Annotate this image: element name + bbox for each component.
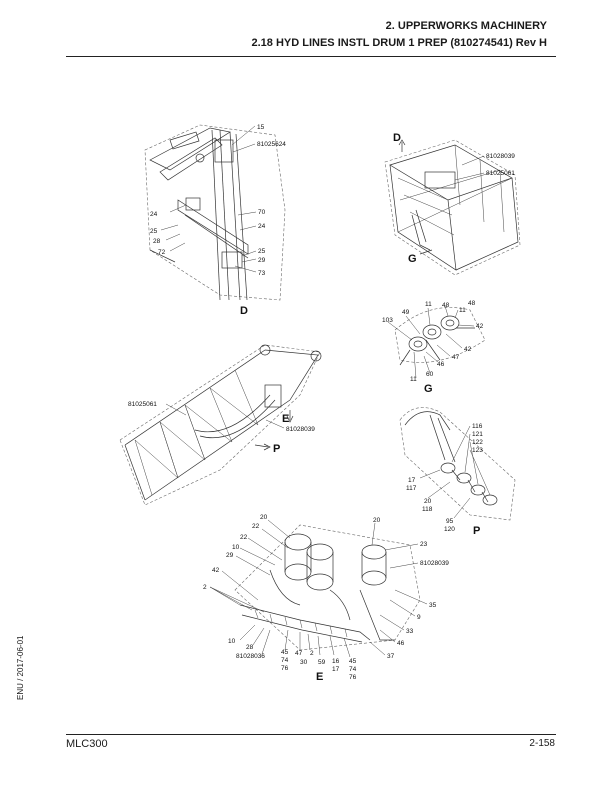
callout: 46 <box>397 640 405 647</box>
callout: 45 <box>281 649 289 656</box>
view-d-drawing: 15 81025624 24 25 28 72 70 24 25 29 73 D <box>144 124 286 317</box>
view-p-label: P <box>473 525 480 537</box>
callout: 10 <box>232 544 240 551</box>
callout: 117 <box>406 485 417 492</box>
view-ref-e: E <box>282 413 289 425</box>
callout: 103 <box>382 317 393 324</box>
callout: 81025061 <box>128 401 157 408</box>
callout: 28 <box>153 238 161 245</box>
view-e-drawing: 20 20 22 22 10 23 29 81028039 42 2 35 9 … <box>203 514 449 683</box>
callout: 60 <box>426 371 434 378</box>
callout: 74 <box>281 657 289 664</box>
callout: 20 <box>373 517 381 524</box>
callout: 121 <box>472 431 483 438</box>
footer-model: MLC300 <box>66 738 108 750</box>
callout: 81028036 <box>236 653 265 660</box>
footer-rule <box>66 734 556 735</box>
callout: 48 <box>468 300 476 307</box>
callout: 30 <box>300 659 308 666</box>
callout: 81028039 <box>286 426 315 433</box>
callout: 70 <box>258 209 266 216</box>
callout: 28 <box>246 644 254 651</box>
callout: 2 <box>310 650 314 657</box>
callout: 24 <box>150 211 158 218</box>
callout: 24 <box>258 223 266 230</box>
callout: 76 <box>349 674 357 681</box>
section-title: 2.18 HYD LINES INSTL DRUM 1 PREP (810274… <box>251 37 548 49</box>
callout: 116 <box>472 423 483 430</box>
view-ref-p: P <box>273 443 280 455</box>
callout: 81028039 <box>420 560 449 567</box>
callout: 25 <box>150 228 158 235</box>
callout: 11 <box>410 376 417 383</box>
callout: 25 <box>258 248 266 255</box>
callout: 47 <box>452 354 460 361</box>
callout: 76 <box>281 665 289 672</box>
callout: 10 <box>228 638 236 645</box>
callout: 20 <box>260 514 268 521</box>
view-p-drawing: 116 121 122 123 17 117 20 118 95 120 P <box>399 407 516 537</box>
callout: 118 <box>422 506 433 513</box>
callout: 16 <box>332 658 340 665</box>
callout: 29 <box>258 257 266 264</box>
callout: 46 <box>437 361 445 368</box>
callout: 81025061 <box>486 170 515 177</box>
callout: 72 <box>158 249 166 256</box>
callout: 33 <box>406 628 414 635</box>
header-rule <box>66 56 556 57</box>
callout: 81028039 <box>486 153 515 160</box>
callout: 15 <box>257 124 265 131</box>
callout: 11 <box>459 307 466 314</box>
callout: 45 <box>349 658 357 665</box>
frame-top-right-drawing: D 81028039 81025061 G <box>384 132 521 276</box>
callout: 2 <box>203 584 207 591</box>
callout: 23 <box>420 541 428 548</box>
callout: 49 <box>402 309 410 316</box>
frame-mid-left-drawing: 81025061 E 81028039 P <box>119 344 322 506</box>
callout: 37 <box>387 653 395 660</box>
callout: 47 <box>295 650 303 657</box>
callout: 35 <box>429 602 437 609</box>
view-g-drawing: 48 11 48 11 49 103 42 42 47 46 60 11 G <box>382 300 486 395</box>
callout: 22 <box>240 534 248 541</box>
callout: 59 <box>318 659 326 666</box>
callout: 20 <box>424 498 432 505</box>
callout: 120 <box>444 526 455 533</box>
callout: 42 <box>212 567 220 574</box>
chapter-title: 2. UPPERWORKS MACHINERY <box>385 20 547 32</box>
callout: 81025624 <box>257 141 286 148</box>
callout: 48 <box>442 302 450 309</box>
callout: 73 <box>258 270 266 277</box>
callout: 22 <box>252 523 260 530</box>
callout: 17 <box>408 477 416 484</box>
view-g-label: G <box>424 383 433 395</box>
callout: 74 <box>349 666 357 673</box>
callout: 42 <box>476 323 484 330</box>
callout: 29 <box>226 552 234 559</box>
callout: 123 <box>472 447 483 454</box>
callout: 122 <box>472 439 483 446</box>
callout: 11 <box>425 301 432 308</box>
view-e-label: E <box>316 671 323 683</box>
callout: 95 <box>446 518 454 525</box>
view-ref-d: D <box>393 132 401 144</box>
view-d-label: D <box>240 305 248 317</box>
callout: 17 <box>332 666 340 673</box>
callout: 42 <box>464 346 472 353</box>
footer-page-number: 2-158 <box>529 738 555 749</box>
callout: 9 <box>417 614 421 621</box>
document-date-code: ENU / 2017-06-01 <box>16 635 25 700</box>
view-ref-g: G <box>408 253 417 265</box>
